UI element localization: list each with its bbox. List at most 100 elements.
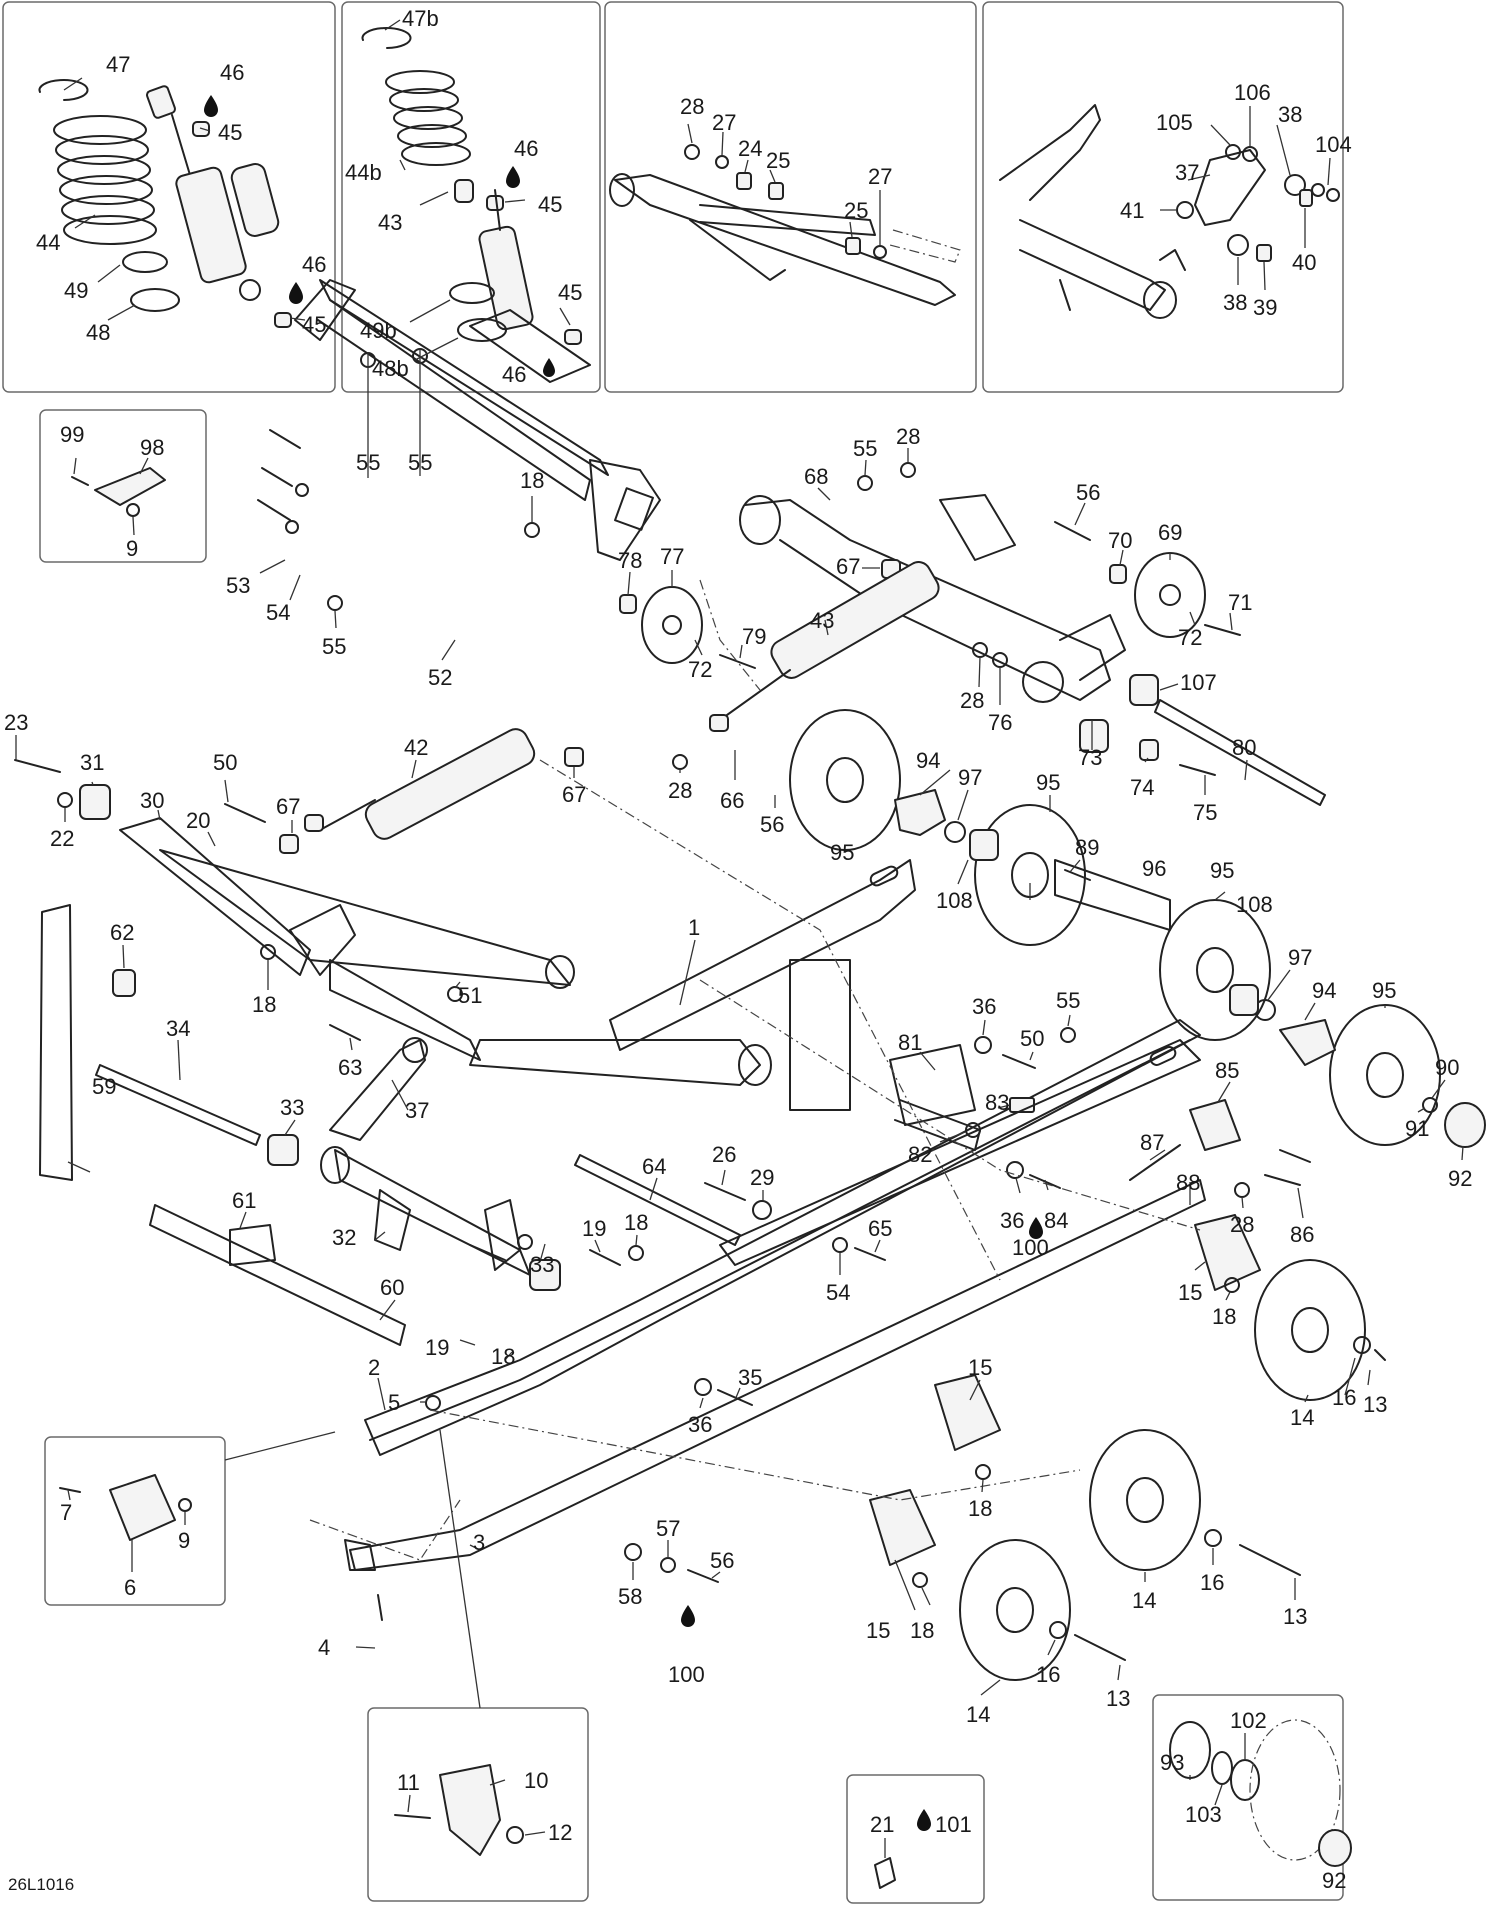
bushing-25-b (845, 237, 861, 255)
inset-box-wheel-bearing (1152, 1694, 1344, 1901)
grease-fitting-21 (874, 1857, 896, 1889)
arrow-inset-slider (224, 1431, 336, 1461)
part-label: 55 (356, 450, 380, 475)
part-label: 76 (988, 710, 1012, 735)
bushing-62 (112, 969, 136, 997)
bolt-39 (1256, 244, 1272, 262)
bolt-13-c (1074, 1634, 1126, 1661)
part-label: 105 (1156, 110, 1193, 135)
part-label: 71 (1228, 590, 1252, 615)
part-label: 98 (140, 435, 164, 460)
part-label: 75 (1193, 800, 1217, 825)
bolt-19-a (589, 1249, 621, 1266)
bushing-108-a (969, 829, 999, 861)
wheel-77 (641, 586, 703, 664)
part-label: 3 (473, 1530, 485, 1555)
washer-57 (660, 1557, 676, 1573)
part-label: 31 (80, 750, 104, 775)
part-label: 57 (656, 1516, 680, 1541)
part-label: 85 (1215, 1058, 1239, 1083)
washer-27-b (873, 245, 887, 259)
shaft-89 (1064, 869, 1091, 881)
linkage-arm-37 (999, 104, 1186, 319)
bolt-63 (329, 1024, 361, 1041)
part-label: 20 (186, 808, 210, 833)
bolt-50-b (1002, 1054, 1036, 1069)
part-label: 107 (1180, 670, 1217, 695)
washer-22 (57, 792, 73, 808)
slider-end-6 (109, 1474, 176, 1541)
part-label: 100 (668, 1662, 705, 1687)
washer-104-b (1326, 188, 1340, 202)
part-label: 47b (402, 6, 439, 31)
part-label: 108 (936, 888, 973, 913)
part-label: 41 (1120, 198, 1144, 223)
nut-18-d (1224, 1277, 1240, 1293)
retainer-47b (361, 27, 412, 49)
nut-41 (1176, 201, 1194, 219)
part-label: 78 (618, 548, 642, 573)
bushing-73 (1079, 719, 1109, 753)
part-label: 18 (910, 1618, 934, 1643)
part-label: 60 (380, 1275, 404, 1300)
part-label: 66 (720, 788, 744, 813)
part-label: 88 (1176, 1170, 1200, 1195)
bolt-13-b (1239, 1544, 1301, 1576)
part-label: 95 (830, 840, 854, 865)
part-label: 95 (1210, 858, 1234, 883)
part-label: 38 (1278, 102, 1302, 127)
bolt-65 (854, 1247, 886, 1261)
part-label: 84 (1044, 1208, 1068, 1233)
washer-54-b (295, 483, 309, 497)
bracket-15-a (1194, 1214, 1261, 1291)
bushing-70 (1109, 564, 1127, 584)
part-label: 69 (1158, 520, 1182, 545)
inset-box-linkage (982, 1, 1344, 393)
nut-28-c (1234, 1182, 1250, 1198)
part-label: 74 (1130, 775, 1154, 800)
part-label: 18 (968, 1496, 992, 1521)
oil-drop-symbols (204, 95, 1043, 1831)
nut-18-c (517, 1234, 533, 1250)
screw-7 (59, 1487, 81, 1493)
part-label: 37 (405, 1098, 429, 1123)
part-label: 16 (1200, 1570, 1224, 1595)
part-label: 27 (712, 110, 736, 135)
part-label: 26 (712, 1142, 736, 1167)
nut-36-b (1006, 1161, 1024, 1179)
part-label: 36 (972, 994, 996, 1019)
part-label: 9 (126, 536, 138, 561)
part-label: 55 (1056, 988, 1080, 1013)
bolt-75 (1179, 764, 1216, 776)
part-label: 46 (302, 252, 326, 277)
part-label: 47 (106, 52, 130, 77)
part-label: 19 (425, 1335, 449, 1360)
part-label: 61 (232, 1188, 256, 1213)
inset-box-shock-rear (341, 1, 601, 393)
part-label: 52 (428, 665, 452, 690)
wheel-95-a (789, 709, 901, 851)
part-label: 104 (1315, 132, 1352, 157)
part-label: 70 (1108, 528, 1132, 553)
part-label: 23 (4, 710, 28, 735)
part-label: 28 (896, 424, 920, 449)
assembly-line-4 (309, 1499, 461, 1561)
part-label: 59 (92, 1074, 116, 1099)
part-label: 95 (1372, 978, 1396, 1003)
bolt-hidden (889, 229, 961, 263)
support-81 (889, 1044, 981, 1151)
part-label: 55 (408, 450, 432, 475)
bushing-40 (1299, 189, 1313, 207)
part-label: 79 (742, 624, 766, 649)
part-label: 54 (266, 600, 290, 625)
inset-box-grease-fitting (846, 1774, 985, 1904)
part-label: 92 (1322, 1868, 1346, 1893)
bolt-13-a (1374, 1349, 1386, 1361)
arrow-inset-joint (439, 1429, 481, 1709)
bushing-67-left (279, 834, 299, 854)
nut-18-b (628, 1245, 644, 1261)
part-labels: 47 46 45 44 49 48 46 45 47b 44b 46 43 45… (4, 6, 1472, 1893)
washer-104-a (1311, 183, 1325, 197)
nut-5 (425, 1395, 441, 1411)
part-label: 58 (618, 1584, 642, 1609)
